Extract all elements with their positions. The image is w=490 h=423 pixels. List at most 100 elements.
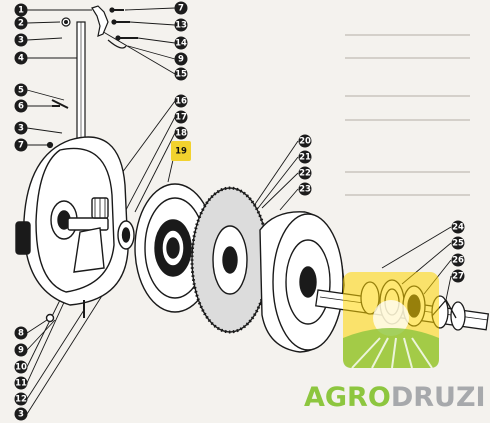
callout-circle [174,18,188,32]
callout-marker-11: 11 [14,376,28,390]
callout-circle [451,236,465,250]
callout-circle [14,121,28,135]
callout-marker-25: 25 [451,236,465,250]
callout-marker-3: 3 [14,407,28,421]
callout-number: 15 [175,70,187,80]
callout-number: 23 [299,185,311,195]
callout-circle [14,326,28,340]
callout-circle [174,52,188,66]
callout-number: 9 [18,346,24,356]
callout-circle [14,33,28,47]
callout-number: 7 [178,4,184,14]
callout-number: 2 [18,19,24,29]
callout-marker-6: 6 [14,99,28,113]
callout-circle [451,220,465,234]
callout-circle [14,3,28,17]
callout-circle [174,94,188,108]
callout-number: 21 [299,153,311,163]
callout-number: 27 [452,272,464,282]
callout-marker-13: 13 [174,18,188,32]
callout-number: 3 [18,410,24,420]
callout-circle [14,392,28,406]
svg-text:AGRODRUZI: AGRODRUZI [304,382,486,413]
callout-number: 14 [175,39,187,49]
callout-circle [14,99,28,113]
callout-circle [14,360,28,374]
callout-marker-7: 7 [14,138,28,152]
callout-marker-3: 3 [14,121,28,135]
callout-number: 1 [18,6,24,16]
callout-number: 10 [15,363,27,373]
callout-number: 11 [15,379,27,389]
callout-marker-3: 3 [14,33,28,47]
callout-number: 4 [18,54,24,64]
clutch-housing [15,136,135,323]
callout-number: 3 [18,124,24,134]
callout-number: 13 [175,21,187,31]
callout-circle [174,126,188,140]
callout-circle [14,138,28,152]
callout-marker-4: 4 [14,51,28,65]
callout-number: 20 [299,137,311,147]
callout-marker-1: 1 [14,3,28,17]
callout-circle [451,269,465,283]
callout-marker-20: 20 [298,134,312,148]
callout-marker-14: 14 [174,36,188,50]
callout-number: 7 [18,141,24,151]
callout-number: 18 [175,129,187,139]
callout-marker-18: 18 [174,126,188,140]
callout-marker-15: 15 [174,67,188,81]
callout-number: 3 [18,36,24,46]
watermark-druzi-text: DRUZI [391,382,486,413]
callout-marker-22: 22 [298,166,312,180]
callout-marker-8: 8 [14,326,28,340]
callout-marker-24: 24 [451,220,465,234]
callout-number: 16 [175,97,187,107]
sun-field-logo-icon [343,272,439,369]
callout-circle [14,376,28,390]
callout-number: 6 [18,102,24,112]
callout-number: 25 [452,239,464,249]
callout-marker-9: 9 [14,343,28,357]
callout-circle [451,253,465,267]
callout-circle [174,110,188,124]
callout-circle [14,407,28,421]
callout-number: 8 [18,329,24,339]
release-shaft [76,21,86,141]
callout-group: 1234563789101112371314915161718192021222… [14,1,465,421]
callout-marker-23: 23 [298,182,312,196]
callout-marker-16: 16 [174,94,188,108]
callout-marker-10: 10 [14,360,28,374]
callout-circle [14,343,28,357]
callout-circle [298,182,312,196]
callout-number: 26 [452,256,464,266]
callout-circle [174,67,188,81]
callout-marker-7: 7 [174,1,188,15]
callout-number: 22 [299,169,311,179]
callout-circle [174,1,188,15]
callout-number: 12 [15,395,27,405]
callout-marker-2: 2 [14,16,28,30]
callout-marker-27: 27 [451,269,465,283]
flywheel [259,211,345,353]
fork-and-pins [46,5,138,149]
callout-marker-17: 17 [174,110,188,124]
callout-circle [298,150,312,164]
callout-number: 17 [175,113,187,123]
callout-circle [298,134,312,148]
callout-number: 9 [178,55,184,65]
callout-number: 19 [175,147,187,157]
callout-marker-5: 5 [14,83,28,97]
callout-circle [14,16,28,30]
callout-marker-12: 12 [14,392,28,406]
callout-circle [14,51,28,65]
callout-circle [298,166,312,180]
background-faint-text [345,34,470,196]
highlight-box [171,141,191,161]
friction-disc [190,186,270,334]
callout-circle [174,36,188,50]
watermark-agro-text: AGRO [304,382,391,413]
callout-marker-9: 9 [174,52,188,66]
